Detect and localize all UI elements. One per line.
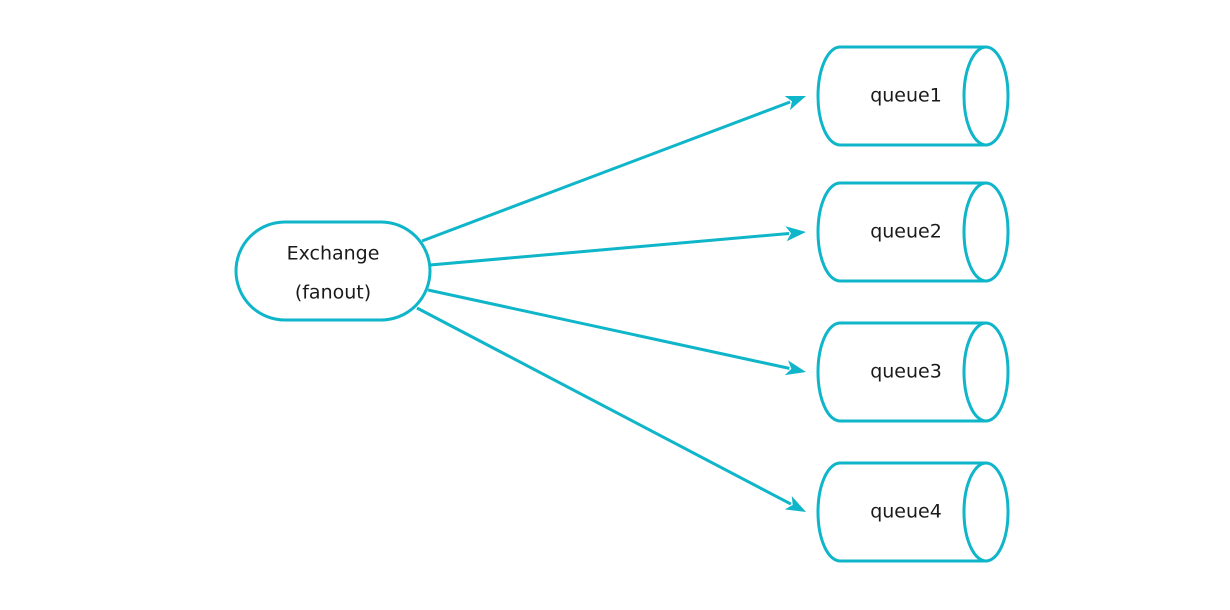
queue1-left-cap bbox=[816, 45, 842, 147]
edge-exchange-queue1-arrowhead bbox=[784, 96, 806, 111]
queue3-left-cap bbox=[816, 321, 842, 423]
node-exchange[interactable]: Exchange (fanout) bbox=[234, 220, 432, 322]
queue2-right-cap-ellipse bbox=[962, 181, 1010, 283]
queue2-left-cap bbox=[816, 181, 842, 283]
nodes-layer: Exchange (fanout) queue1 queue2 queue3 queue4 bbox=[234, 45, 1010, 563]
edge-exchange-queue3-arrowhead bbox=[784, 360, 806, 376]
exchange-label-line2: (fanout) bbox=[295, 282, 371, 304]
exchange-rounded-rect bbox=[234, 220, 432, 322]
node-queue3[interactable]: queue3 bbox=[816, 321, 1010, 423]
queue3-label: queue3 bbox=[870, 361, 942, 383]
edge-exchange-queue3[interactable] bbox=[427, 288, 806, 376]
queue4-left-cap bbox=[816, 461, 842, 563]
edge-exchange-queue4-line bbox=[416, 306, 792, 506]
exchange-label-line1: Exchange bbox=[287, 243, 380, 265]
node-queue4[interactable]: queue4 bbox=[816, 461, 1010, 563]
edges-layer bbox=[416, 96, 806, 512]
edge-exchange-queue2-arrowhead bbox=[785, 226, 806, 242]
edge-exchange-queue1-line bbox=[421, 100, 791, 243]
queue4-label: queue4 bbox=[870, 501, 942, 523]
queue4-right-cap-ellipse bbox=[962, 461, 1010, 563]
edge-exchange-queue1[interactable] bbox=[421, 96, 806, 243]
queue1-right-cap-ellipse bbox=[962, 45, 1010, 147]
node-queue2[interactable]: queue2 bbox=[816, 181, 1010, 283]
edge-exchange-queue4[interactable] bbox=[416, 306, 806, 512]
edge-exchange-queue2-line bbox=[429, 231, 790, 267]
edge-exchange-queue3-line bbox=[427, 288, 790, 370]
queue3-right-cap-ellipse bbox=[962, 321, 1010, 423]
node-queue1[interactable]: queue1 bbox=[816, 45, 1010, 147]
edge-exchange-queue4-arrowhead bbox=[784, 496, 806, 512]
queue1-label: queue1 bbox=[870, 85, 942, 107]
queue2-label: queue2 bbox=[870, 221, 942, 243]
edge-exchange-queue2[interactable] bbox=[429, 226, 806, 267]
